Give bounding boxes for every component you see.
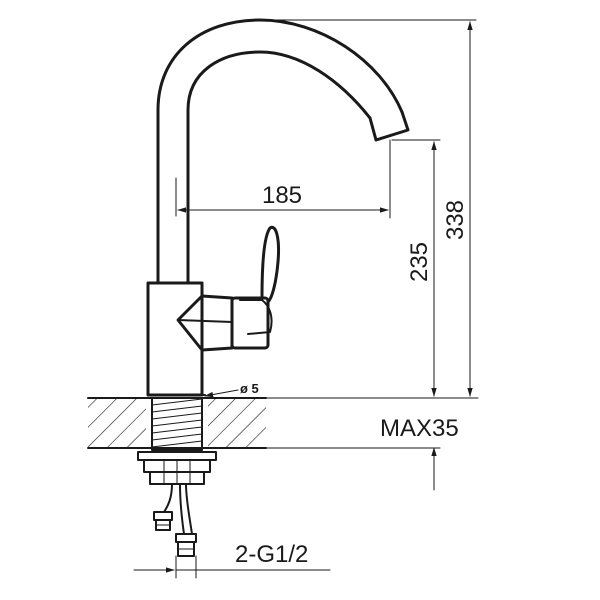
total-height-label: 338 [442, 200, 469, 240]
dimension-reach: 185 [177, 139, 391, 219]
dimension-diameter: ø 5 [204, 381, 259, 398]
thread-label: 2-G1/2 [235, 541, 308, 568]
counter-thickness-label: MAX35 [380, 415, 459, 442]
mounting-shank [151, 397, 203, 451]
dimension-total-height: 338 [261, 19, 477, 397]
flexible-hoses [153, 483, 197, 557]
spout-height-label: 235 [406, 242, 433, 282]
lever-handle [239, 225, 280, 335]
dimension-spout-height: 235 [391, 139, 441, 397]
dimension-counter-thickness: MAX35 [380, 415, 459, 491]
faucet-body [146, 281, 270, 397]
fixing-nut [137, 451, 217, 485]
dimension-thread: 2-G1/2 [133, 541, 331, 579]
diameter-label: ø 5 [240, 381, 259, 396]
spout [156, 18, 410, 285]
reach-label: 185 [262, 182, 302, 209]
